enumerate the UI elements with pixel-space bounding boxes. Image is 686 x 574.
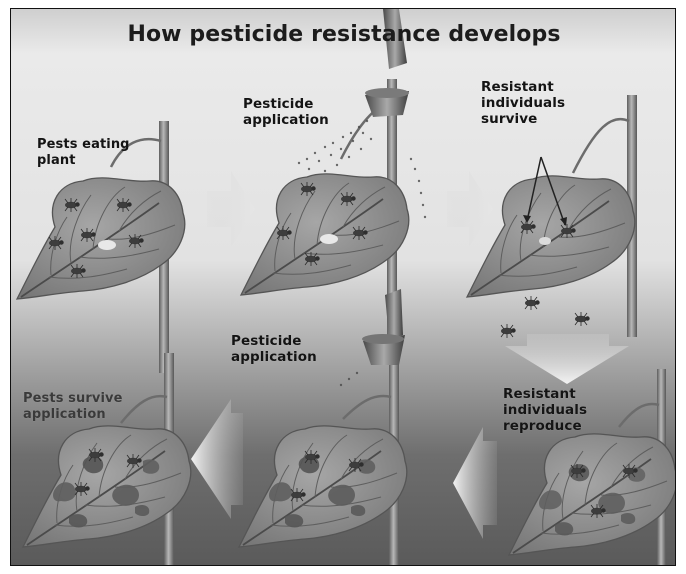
diagram-title: How pesticide resistance develops — [11, 22, 676, 48]
label-pesticide-application-top: Pesticide application — [243, 96, 329, 128]
label-pests-survive-application: Pests survive application — [23, 391, 123, 422]
label-resistant-individuals-survive: Resistant individuals survive — [481, 79, 565, 128]
diagram-artwork — [11, 9, 676, 566]
label-pesticide-application-bottom: Pesticide application — [231, 333, 317, 365]
label-pests-eating-plant: Pests eating plant — [37, 137, 130, 168]
diagram-frame: How pesticide resistance develops Pests … — [10, 8, 676, 566]
label-resistant-individuals-reproduce: Resistant individuals reproduce — [503, 386, 587, 435]
